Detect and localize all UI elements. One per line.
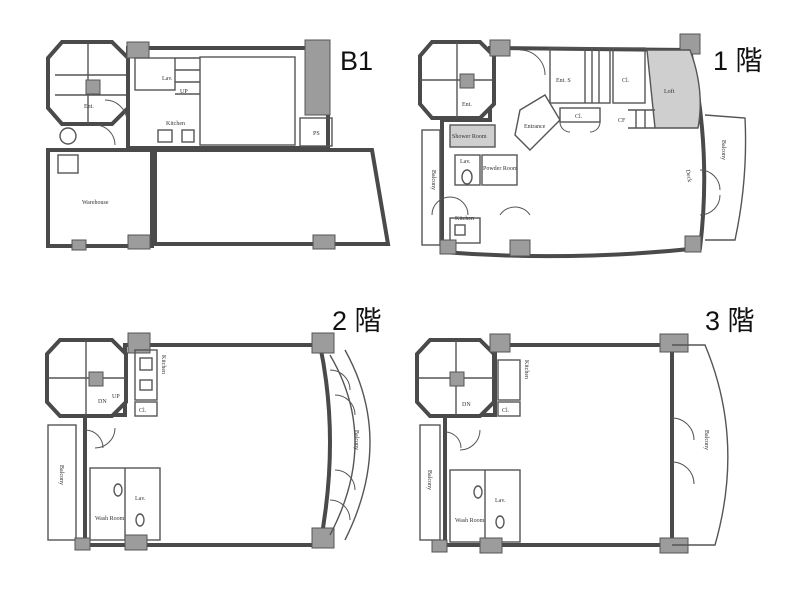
room-label: Kitchen <box>166 121 185 127</box>
room-label: Ent. S <box>556 78 571 84</box>
room-label: Lav. <box>460 159 471 165</box>
room-label: Deck <box>684 169 692 183</box>
room-label: Lav. <box>135 496 146 502</box>
room-label: Balcony <box>703 430 709 450</box>
floor-label-2f: 2 階 <box>332 306 382 336</box>
room-label: Loft <box>664 88 675 95</box>
floor-plan-b1: B1 Ent. Lav. UP Kitchen Warehouse PS <box>46 39 391 251</box>
room-label: Cl. <box>139 408 147 414</box>
3f-balcony-left <box>419 424 441 541</box>
floor-label-b1: B1 <box>340 46 373 76</box>
3f-balcony-right <box>672 344 729 546</box>
room-label: Balcony <box>58 465 64 485</box>
2f-balcony-right <box>329 349 371 541</box>
room-label: Wash Room <box>95 516 125 522</box>
1f-shower-room <box>449 124 496 148</box>
b1-warehouse <box>46 148 154 248</box>
room-label: Ent. <box>84 104 94 110</box>
room-label: Kitchen <box>523 360 529 379</box>
b1-large-room <box>153 148 391 246</box>
room-label: Balcony <box>430 170 436 190</box>
floor-label-3f: 3 階 <box>705 306 755 336</box>
1f-entrance <box>514 94 561 151</box>
room-label: Ent. <box>462 102 472 108</box>
room-label: Powder Room <box>483 166 518 172</box>
room-label: DN <box>98 399 107 405</box>
room-label: UP <box>112 394 120 400</box>
room-label: Entrance <box>524 124 546 130</box>
room-label: Kitchen <box>455 216 474 222</box>
room-label: Cl. <box>502 408 510 414</box>
room-label: Kitchen <box>160 355 166 374</box>
room-label: DN <box>462 402 471 408</box>
2f-balcony-left <box>47 424 77 541</box>
room-label: Balcony <box>426 470 432 490</box>
1f-loft <box>646 49 701 129</box>
room-label: PS <box>313 131 320 137</box>
room-label: Cl. <box>575 114 583 120</box>
floor-plan-2f: 2 階 Kitchen Cl. UP DN Balcony Balcony La… <box>45 306 382 551</box>
room-label: Warehouse <box>82 200 109 206</box>
room-label: Cl. <box>622 78 630 84</box>
room-label: Shower Room <box>452 134 487 140</box>
room-label: CF <box>618 118 626 124</box>
2f-main-area <box>83 343 332 547</box>
1f-balcony-left <box>421 129 441 246</box>
floor-label-1f: 1 階 <box>713 46 763 76</box>
room-label: Wash Room <box>455 518 485 524</box>
floor-plan-3f: 3 階 Kitchen Cl. DN Balcony Balcony Lav. … <box>415 306 755 554</box>
room-label: Lav. <box>495 498 506 504</box>
b1-main-room <box>199 56 296 146</box>
room-label: Lav. <box>162 76 173 82</box>
room-label: Balcony <box>353 430 359 450</box>
room-label: Balcony <box>720 140 726 160</box>
floor-plan-1f: 1 階 Ent. Ent. S Cl. Cl. Loft CF Shower R… <box>418 33 763 259</box>
room-label: UP <box>180 89 188 95</box>
1f-balcony-right <box>704 114 747 241</box>
